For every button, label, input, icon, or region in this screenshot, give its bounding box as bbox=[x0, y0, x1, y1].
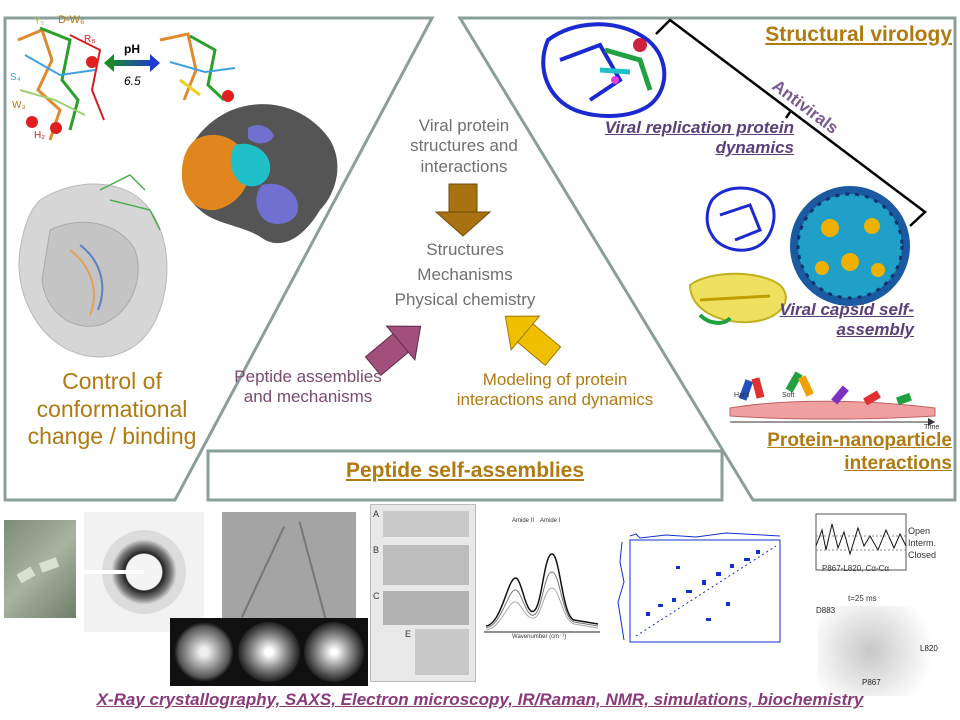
mol-label-h2: H₂ bbox=[34, 130, 46, 141]
md-trace-svg bbox=[815, 513, 907, 571]
left-panel-title: Control of conformational change / bindi… bbox=[27, 368, 197, 450]
em-panel-grid: A B C E bbox=[370, 504, 476, 682]
antivirals-bracket bbox=[655, 18, 927, 227]
md-trace-panel: Open Interm. Closed P867-L820, Cα-Cα t=2… bbox=[808, 510, 958, 700]
md-label-time: t=25 ms bbox=[848, 594, 877, 603]
mol-label-y5: Y₅ bbox=[34, 16, 45, 27]
right-panel-title: Structural virology bbox=[765, 23, 952, 46]
nanoparticle-schematic bbox=[729, 371, 936, 426]
center-core-mechanisms: Mechanisms bbox=[417, 265, 513, 284]
np-label-hard: Hard bbox=[734, 392, 750, 399]
ph-label: pH bbox=[124, 42, 140, 56]
md-label-d883: D883 bbox=[816, 606, 836, 615]
mol-label-dw6: D-W₆ bbox=[58, 14, 85, 26]
center-top-label: Viral protein structures and interaction… bbox=[410, 116, 518, 176]
center-core-structures: Structures bbox=[426, 240, 504, 259]
md-label-p867: P867 bbox=[862, 678, 881, 687]
md-label-pair: P867-L820, Cα-Cα bbox=[822, 564, 890, 573]
yellow-arrow bbox=[504, 315, 562, 367]
replication-protein bbox=[541, 22, 667, 118]
nmr-spectrum bbox=[617, 532, 781, 643]
right-panel-frame bbox=[457, 16, 957, 502]
ir-axis-label: Wavenumber (cm⁻¹) bbox=[512, 634, 567, 640]
mol-label-s4: S₄ bbox=[10, 72, 21, 83]
peptide-structure-left bbox=[17, 26, 105, 141]
center-right-label: Modeling of protein interactions and dyn… bbox=[456, 370, 654, 410]
saxs-pattern bbox=[84, 512, 204, 632]
ir-spectra bbox=[482, 516, 602, 640]
np-label-soft: Soft bbox=[782, 392, 795, 399]
replication-label: Viral replication protein dynamics bbox=[604, 118, 794, 158]
ph-value: 6.5 bbox=[124, 74, 141, 88]
down-arrow bbox=[434, 183, 492, 237]
protein-surface bbox=[181, 104, 338, 244]
md-label-open: Open bbox=[908, 526, 931, 536]
em-letter-a: A bbox=[373, 509, 380, 519]
purple-arrow bbox=[364, 325, 422, 377]
fiber-diffraction-strip bbox=[170, 618, 368, 686]
ph-switch-arrow bbox=[104, 54, 160, 72]
peptide-structure-right bbox=[159, 32, 236, 102]
capsid-label: Viral capsid self-assembly bbox=[779, 300, 914, 340]
mol-label-w3: W₃ bbox=[12, 100, 26, 111]
capsid-monomer bbox=[688, 186, 787, 325]
em-micrograph bbox=[222, 512, 356, 624]
md-label-l820: L820 bbox=[920, 644, 938, 653]
md-label-interm: Interm. bbox=[908, 538, 937, 548]
em-letter-e: E bbox=[405, 629, 412, 639]
bottom-panel-frame bbox=[206, 449, 724, 502]
crystal-photo bbox=[4, 520, 76, 618]
center-left-label: Peptide assemblies and mechanisms bbox=[234, 367, 382, 407]
em-letter-c: C bbox=[373, 591, 380, 601]
antivirals-bracket-tip bbox=[784, 111, 792, 119]
mol-label-r8: R₈ bbox=[84, 34, 96, 45]
np-label-time: Time bbox=[924, 424, 940, 431]
ir-label-amide2: Amide II bbox=[512, 518, 535, 524]
center-core-physchem: Physical chemistry bbox=[394, 290, 536, 309]
capsid-sphere bbox=[790, 186, 910, 306]
bottom-panel-title: Peptide self-assemblies bbox=[345, 459, 585, 482]
techniques-caption: X-Ray crystallography, SAXS, Electron mi… bbox=[96, 690, 864, 709]
polymerase-complex bbox=[18, 174, 168, 358]
ir-label-amide1: Amide I bbox=[540, 518, 561, 524]
em-letter-b: B bbox=[373, 545, 380, 555]
md-label-closed: Closed bbox=[908, 550, 937, 560]
nanoparticle-title: Protein-nanoparticle interactions bbox=[767, 430, 952, 474]
